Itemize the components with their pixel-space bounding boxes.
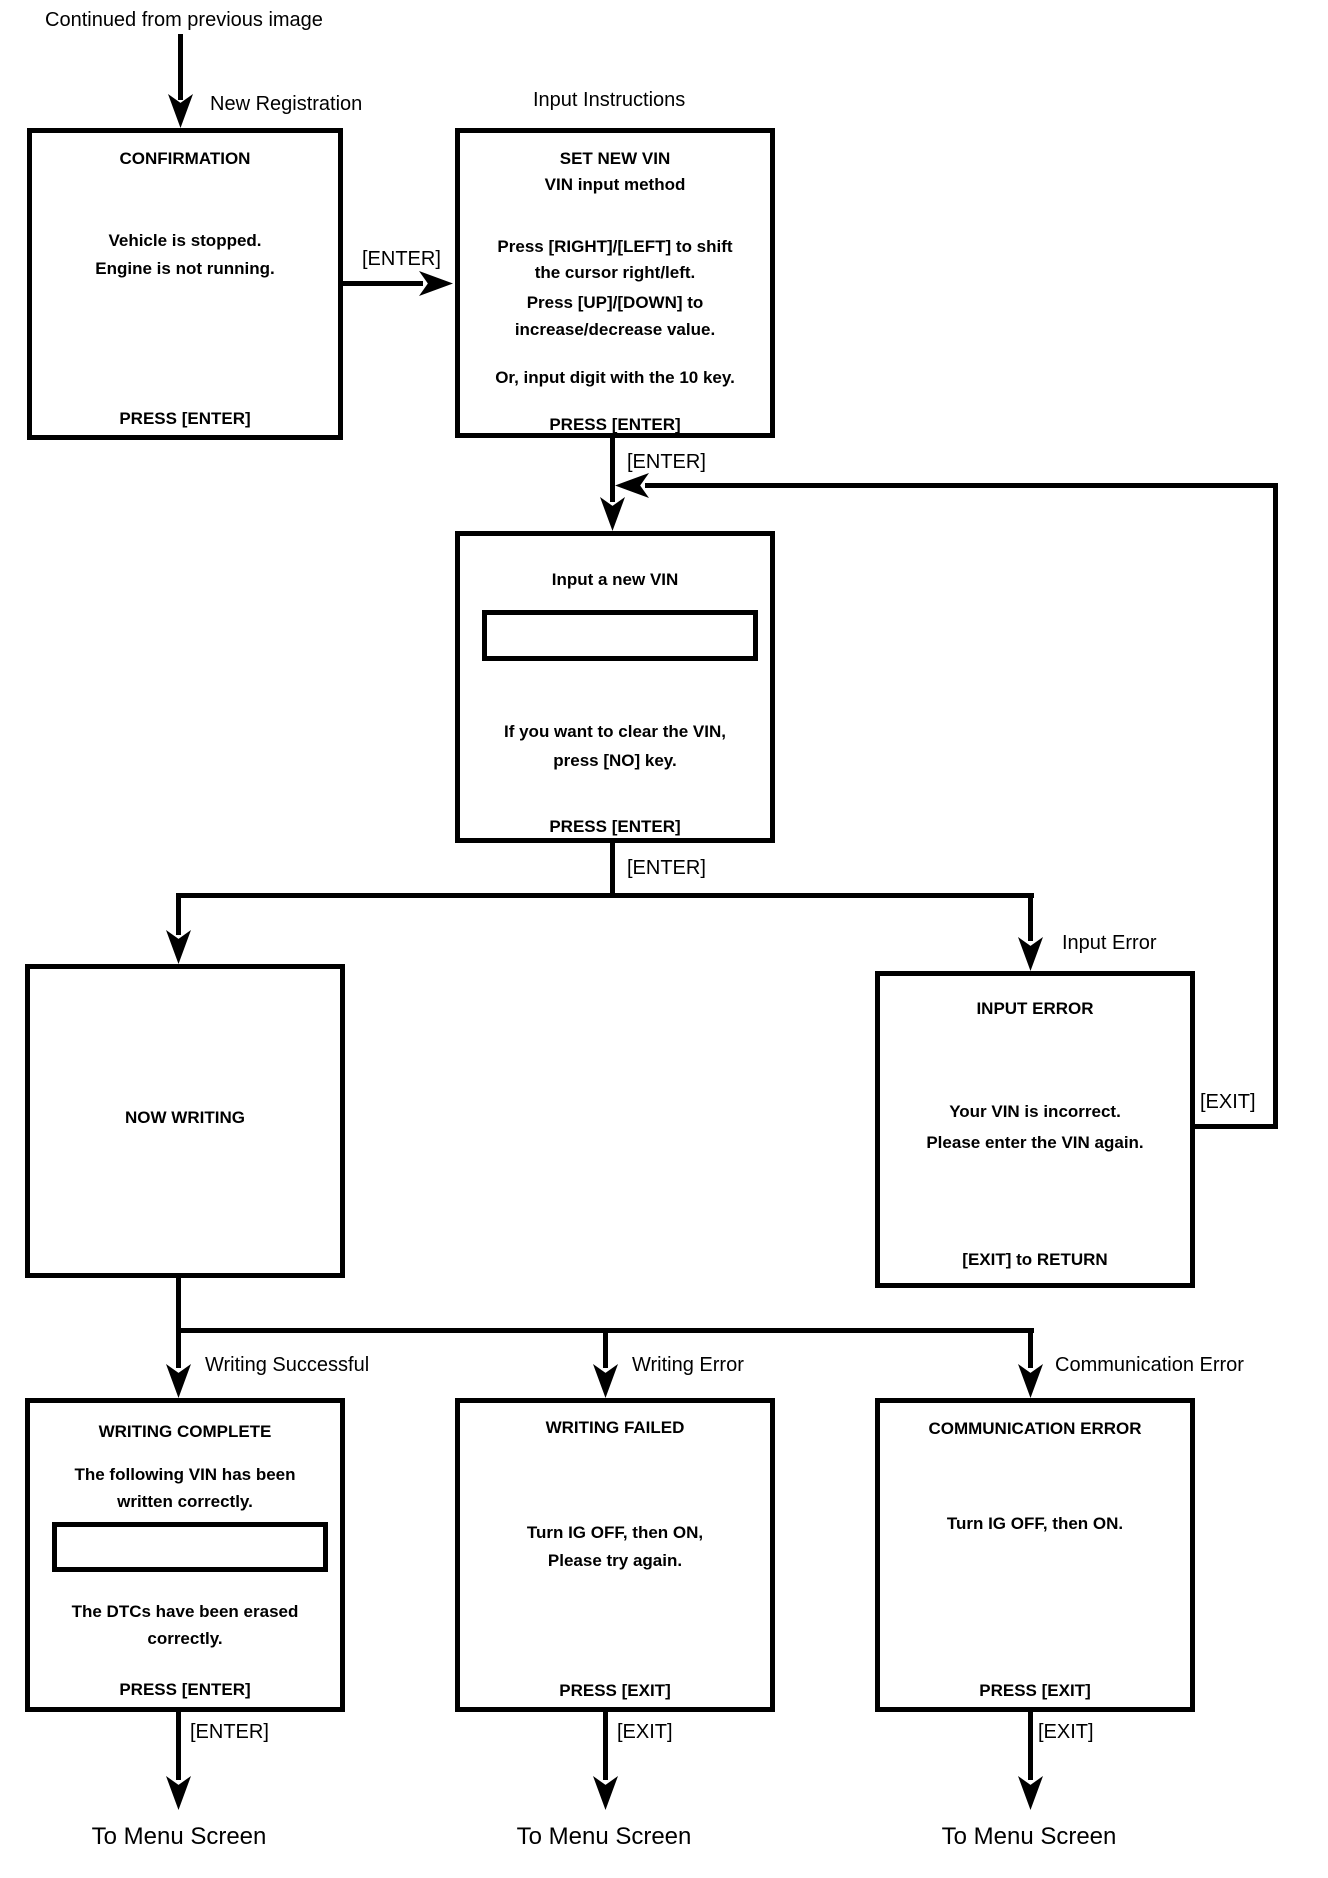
input-new-vin-footer: PRESS [ENTER] bbox=[549, 817, 681, 836]
now-writing-title: NOW WRITING bbox=[125, 1108, 245, 1127]
set-new-vin-screen-box: SET NEW VIN VIN input method Press [RIGH… bbox=[455, 128, 775, 438]
exit-return-line bbox=[1273, 483, 1278, 1129]
connector-line bbox=[603, 1328, 608, 1368]
writing-complete-line4: correctly. bbox=[147, 1629, 223, 1648]
connector-line bbox=[1028, 893, 1033, 941]
writing-complete-line3: The DTCs have been erased bbox=[71, 1602, 299, 1621]
confirmation-screen-box: CONFIRMATION Vehicle is stopped. Engine … bbox=[27, 128, 343, 440]
connector-line bbox=[178, 34, 183, 100]
writing-successful-label: Writing Successful bbox=[205, 1354, 370, 1376]
set-new-vin-line3: Press [UP]/[DOWN] to bbox=[526, 293, 704, 312]
input-error-line2: Please enter the VIN again. bbox=[926, 1133, 1144, 1152]
enter-label: [ENTER] bbox=[627, 451, 706, 473]
set-new-vin-subtitle: VIN input method bbox=[544, 175, 686, 194]
writing-failed-screen-box: WRITING FAILED Turn IG OFF, then ON, Ple… bbox=[455, 1398, 775, 1712]
new-registration-label: New Registration bbox=[210, 93, 363, 115]
vin-display-field bbox=[52, 1522, 328, 1572]
writing-error-label: Writing Error bbox=[632, 1354, 744, 1376]
input-new-vin-title: Input a new VIN bbox=[551, 570, 679, 589]
input-new-vin-screen-box: Input a new VIN If you want to clear the… bbox=[455, 531, 775, 843]
connector-line bbox=[610, 438, 615, 502]
now-writing-screen-box: NOW WRITING bbox=[25, 964, 345, 1278]
set-new-vin-line1: Press [RIGHT]/[LEFT] to shift bbox=[497, 237, 733, 256]
input-error-title: INPUT ERROR bbox=[976, 999, 1094, 1018]
writing-failed-footer: PRESS [EXIT] bbox=[559, 1681, 671, 1700]
set-new-vin-title: SET NEW VIN bbox=[559, 149, 671, 168]
arrow-down-icon bbox=[600, 497, 625, 531]
input-error-footer: [EXIT] to RETURN bbox=[962, 1250, 1108, 1269]
to-menu-screen-text: To Menu Screen bbox=[941, 1823, 1117, 1850]
set-new-vin-line2: the cursor right/left. bbox=[534, 263, 696, 282]
input-instructions-label: Input Instructions bbox=[533, 89, 686, 111]
input-error-screen-box: INPUT ERROR Your VIN is incorrect. Pleas… bbox=[875, 971, 1195, 1288]
arrow-down-icon bbox=[1018, 1364, 1043, 1398]
communication-error-label: Communication Error bbox=[1055, 1354, 1244, 1376]
connector-line bbox=[603, 1712, 608, 1780]
connector-line bbox=[343, 281, 423, 286]
connector-line bbox=[176, 1328, 181, 1368]
confirmation-title: CONFIRMATION bbox=[119, 149, 251, 168]
arrow-right-icon bbox=[419, 271, 453, 296]
arrow-down-icon bbox=[593, 1776, 618, 1810]
exit-return-line bbox=[1195, 1124, 1278, 1129]
connector-line bbox=[176, 893, 1034, 898]
confirmation-line2: Engine is not running. bbox=[95, 259, 275, 278]
writing-failed-line2: Please try again. bbox=[547, 1551, 683, 1570]
enter-label: [ENTER] bbox=[627, 857, 706, 879]
writing-complete-line2: written correctly. bbox=[117, 1492, 253, 1511]
exit-label: [EXIT] bbox=[1038, 1721, 1094, 1743]
arrow-down-icon bbox=[593, 1364, 618, 1398]
connector-line bbox=[1028, 1328, 1033, 1368]
exit-label: [EXIT] bbox=[617, 1721, 673, 1743]
set-new-vin-line4: increase/decrease value. bbox=[514, 320, 716, 339]
to-menu-screen-text: To Menu Screen bbox=[516, 1823, 692, 1850]
set-new-vin-footer: PRESS [ENTER] bbox=[549, 415, 681, 434]
exit-return-line bbox=[645, 483, 1278, 488]
communication-error-footer: PRESS [EXIT] bbox=[979, 1681, 1091, 1700]
connector-line bbox=[1028, 1712, 1033, 1780]
writing-failed-line1: Turn IG OFF, then ON, bbox=[526, 1523, 704, 1542]
exit-label: [EXIT] bbox=[1200, 1091, 1256, 1113]
enter-label: [ENTER] bbox=[190, 1721, 269, 1743]
input-error-line1: Your VIN is incorrect. bbox=[949, 1102, 1121, 1121]
confirmation-line1: Vehicle is stopped. bbox=[108, 231, 262, 250]
connector-line bbox=[176, 1278, 181, 1333]
communication-error-line1: Turn IG OFF, then ON. bbox=[946, 1514, 1124, 1533]
arrow-down-icon bbox=[166, 930, 191, 964]
input-new-vin-line1: If you want to clear the VIN, bbox=[504, 722, 726, 741]
connector-line bbox=[176, 1712, 181, 1780]
writing-failed-title: WRITING FAILED bbox=[545, 1418, 685, 1437]
continued-caption: Continued from previous image bbox=[45, 9, 323, 31]
enter-label: [ENTER] bbox=[362, 248, 441, 270]
input-error-label: Input Error bbox=[1062, 932, 1157, 954]
connector-line bbox=[176, 893, 181, 935]
arrow-down-icon bbox=[1018, 937, 1043, 971]
to-menu-screen-text: To Menu Screen bbox=[91, 1823, 267, 1850]
input-new-vin-line2: press [NO] key. bbox=[553, 751, 677, 770]
writing-complete-title: WRITING COMPLETE bbox=[98, 1422, 272, 1441]
writing-complete-line1: The following VIN has been bbox=[74, 1465, 296, 1484]
arrow-down-icon bbox=[166, 1364, 191, 1398]
vin-input-field bbox=[482, 610, 758, 661]
connector-line bbox=[610, 843, 615, 898]
arrow-down-icon bbox=[166, 1776, 191, 1810]
arrow-down-icon bbox=[1018, 1776, 1043, 1810]
writing-complete-screen-box: WRITING COMPLETE The following VIN has b… bbox=[25, 1398, 345, 1712]
confirmation-footer: PRESS [ENTER] bbox=[119, 409, 251, 428]
writing-complete-footer: PRESS [ENTER] bbox=[119, 1680, 251, 1699]
set-new-vin-line5: Or, input digit with the 10 key. bbox=[495, 368, 735, 387]
communication-error-screen-box: COMMUNICATION ERROR Turn IG OFF, then ON… bbox=[875, 1398, 1195, 1712]
communication-error-title: COMMUNICATION ERROR bbox=[928, 1419, 1142, 1438]
arrow-left-icon bbox=[615, 473, 649, 498]
